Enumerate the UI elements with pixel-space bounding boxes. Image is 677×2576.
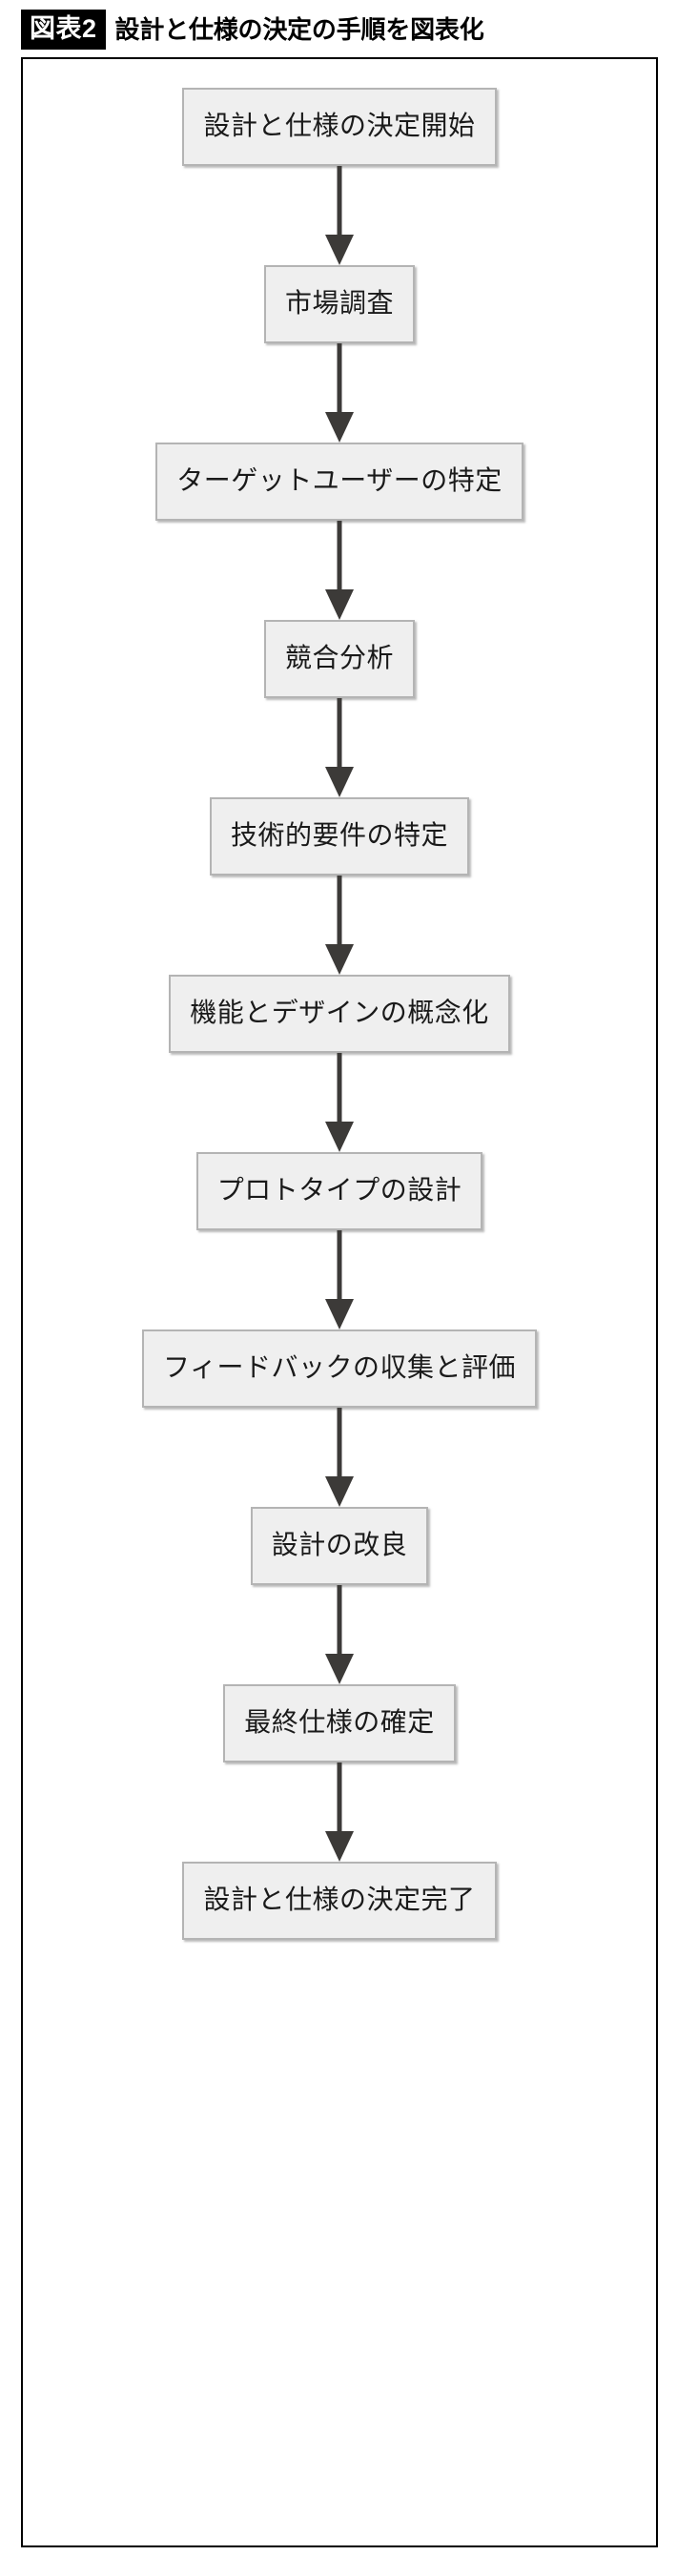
flow-connector-10	[325, 1762, 354, 1862]
figure-header: 図表2 設計と仕様の決定の手順を図表化	[0, 0, 677, 57]
arrow-down-icon	[325, 1476, 354, 1507]
arrow-down-icon	[325, 1299, 354, 1329]
arrow-down-icon	[325, 235, 354, 265]
figure-frame: 設計と仕様の決定開始 市場調査 ターゲットユーザーの特定 競合分析 技術的要件の…	[21, 57, 658, 2547]
arrow-down-icon	[325, 1122, 354, 1152]
figure-number-badge: 図表2	[21, 10, 106, 50]
arrow-down-icon	[325, 412, 354, 443]
flow-node-concept: 機能とデザインの概念化	[169, 975, 510, 1053]
arrow-down-icon	[325, 767, 354, 797]
flow-node-market: 市場調査	[263, 265, 415, 343]
flow-connector-3	[325, 521, 354, 620]
arrow-down-icon	[325, 589, 354, 620]
flow-node-refine: 設計の改良	[250, 1507, 429, 1585]
flow-node-start: 設計と仕様の決定開始	[182, 88, 497, 166]
flow-node-end: 設計と仕様の決定完了	[182, 1862, 497, 1940]
flowchart: 設計と仕様の決定開始 市場調査 ターゲットユーザーの特定 競合分析 技術的要件の…	[23, 88, 656, 1940]
flow-node-target-user: ターゲットユーザーの特定	[155, 443, 523, 521]
connector-shaft	[337, 166, 342, 240]
connector-shaft	[337, 876, 342, 950]
flow-connector-6	[325, 1053, 354, 1152]
flow-connector-5	[325, 876, 354, 975]
flow-connector-8	[325, 1408, 354, 1507]
arrow-down-icon	[325, 944, 354, 975]
flow-connector-9	[325, 1585, 354, 1684]
connector-shaft	[337, 1053, 342, 1127]
connector-shaft	[337, 698, 342, 773]
connector-shaft	[337, 1230, 342, 1305]
connector-shaft	[337, 521, 342, 595]
flow-node-prototype: プロトタイプの設計	[195, 1152, 483, 1230]
arrow-down-icon	[325, 1654, 354, 1684]
figure-title: 設計と仕様の決定の手順を図表化	[114, 15, 484, 44]
flow-node-tech-req: 技術的要件の特定	[209, 797, 469, 876]
flow-connector-2	[325, 343, 354, 443]
connector-shaft	[337, 1408, 342, 1482]
connector-shaft	[337, 1762, 342, 1837]
flow-connector-4	[325, 698, 354, 797]
connector-shaft	[337, 1585, 342, 1659]
flow-node-feedback: フィードバックの収集と評価	[142, 1329, 537, 1408]
connector-shaft	[337, 343, 342, 418]
flow-node-final-spec: 最終仕様の確定	[223, 1684, 456, 1762]
flow-connector-1	[325, 166, 354, 265]
flow-node-competitor: 競合分析	[263, 620, 415, 698]
flow-connector-7	[325, 1230, 354, 1329]
arrow-down-icon	[325, 1831, 354, 1862]
